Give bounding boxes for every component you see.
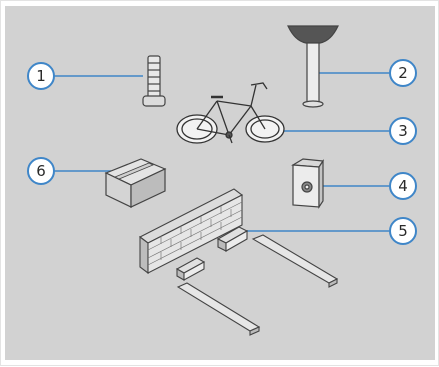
callout-3: 3 xyxy=(389,117,417,145)
brick-wall-icon xyxy=(140,189,242,273)
street-lamp-icon xyxy=(288,26,338,107)
bicycle-icon xyxy=(177,83,284,143)
callout-4: 4 xyxy=(389,172,417,200)
callout-5: 5 xyxy=(389,217,417,245)
callout-2: 2 xyxy=(389,59,417,87)
callout-1: 1 xyxy=(27,62,55,90)
callout-6: 6 xyxy=(27,157,55,185)
bollard-post-icon xyxy=(143,56,165,106)
utility-box-icon xyxy=(293,159,323,207)
cardboard-box-icon xyxy=(106,159,165,207)
